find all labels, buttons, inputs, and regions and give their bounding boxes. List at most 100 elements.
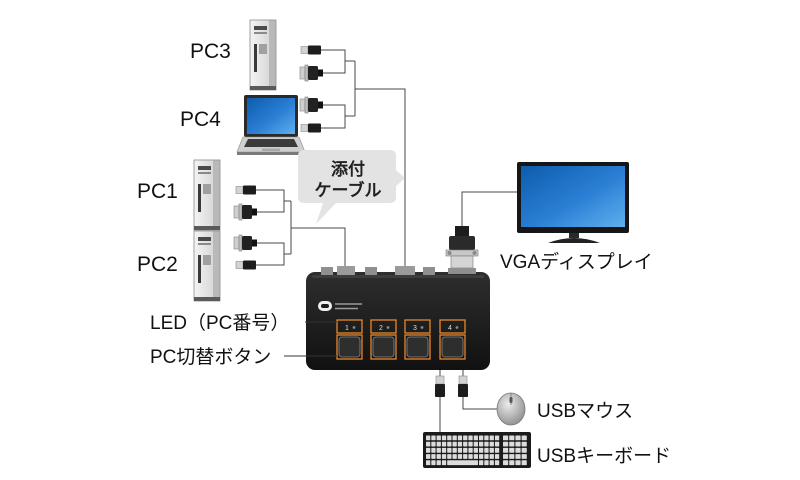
keyboard-key	[484, 454, 489, 459]
keyboard-key	[494, 441, 500, 447]
keyboard-key	[452, 441, 457, 447]
keyboard-key	[426, 435, 431, 441]
keyboard-key	[436, 441, 441, 447]
keyboard-key	[521, 447, 527, 453]
led-2-highlight	[370, 319, 397, 334]
keyboard-key	[436, 460, 441, 466]
monitor-vga-plug-icon	[445, 226, 479, 269]
callout-line1: 添付	[331, 159, 365, 179]
keyboard-key	[503, 441, 509, 447]
pc2-desktop-tower-icon	[193, 230, 221, 302]
keyboard-key	[457, 454, 463, 459]
usb-mouse-wire	[462, 370, 497, 410]
pc1-vga-plug-icon	[233, 203, 257, 221]
keyboard-key	[484, 441, 489, 447]
pc3-usb-plug-icon	[300, 45, 321, 55]
rear-port	[321, 267, 333, 275]
button-1-highlight	[336, 334, 363, 360]
pc2-usb-plug-icon	[235, 260, 256, 270]
keyboard-key	[489, 454, 494, 459]
keyboard-key	[509, 435, 515, 441]
keyboard-key	[484, 435, 489, 441]
keyboard-key	[431, 460, 436, 466]
port-4-group: 4	[439, 319, 466, 360]
led-2	[386, 326, 390, 329]
brand-logo	[318, 301, 362, 311]
keyboard-key	[426, 454, 431, 459]
keyboard-key	[447, 460, 478, 466]
keyboard-key	[503, 447, 509, 453]
pc2-label: PC2	[137, 253, 178, 276]
led-3	[420, 326, 424, 329]
keyboard-key	[457, 435, 463, 441]
keyboard-key	[447, 435, 452, 441]
keyboard-key	[441, 460, 447, 466]
keyboard-key	[473, 441, 478, 447]
keyboard-key	[468, 435, 473, 441]
usb-keyboard-label: USBキーボード	[537, 445, 671, 467]
port-number-4: 4	[448, 325, 452, 332]
keyboard-key	[503, 454, 509, 459]
keyboard-key	[426, 441, 431, 447]
keyboard-key	[509, 454, 515, 459]
keyboard-key	[436, 435, 441, 441]
usb-mouse-icon	[496, 392, 526, 426]
led-4-highlight	[439, 319, 466, 334]
keyboard-key	[441, 441, 447, 447]
pc1-desktop-tower-icon	[193, 159, 221, 231]
vga-display-label: VGAディスプレイ	[500, 251, 653, 273]
monitor-cable-wire	[461, 191, 518, 226]
keyboard-key	[436, 454, 441, 459]
led-3-highlight	[404, 319, 431, 334]
pc2-vga-plug-icon	[233, 234, 257, 252]
keyboard-key	[447, 447, 452, 453]
callout-line2: ケーブル	[315, 180, 382, 200]
keyboard-keys	[426, 435, 527, 466]
pc2-cable-wire	[256, 242, 291, 266]
pc1-label: PC1	[137, 180, 178, 203]
keyboard-key	[431, 441, 436, 447]
keyboard-key	[489, 447, 494, 453]
keyboard-key	[489, 441, 494, 447]
pc1-cable-wire	[256, 189, 291, 213]
keyboard-key	[494, 435, 500, 441]
keyboard-key	[473, 447, 478, 453]
keyboard-key	[509, 447, 515, 453]
keyboard-key	[479, 435, 484, 441]
keyboard-key	[457, 447, 463, 453]
mouse-usb-plug-icon	[458, 375, 468, 397]
keyboard-key	[463, 435, 468, 441]
keyboard-key	[452, 435, 457, 441]
keyboard-key	[431, 447, 436, 453]
keyboard-key	[463, 454, 468, 459]
keyboard-key	[441, 447, 447, 453]
keyboard-key	[515, 447, 521, 453]
port-number-1: 1	[345, 325, 349, 332]
keyboard-key	[494, 454, 500, 459]
keyboard-key	[452, 447, 457, 453]
keyboard-key	[515, 435, 521, 441]
keyboard-key	[463, 441, 468, 447]
keyboard-key	[479, 460, 484, 466]
keyboard-key	[521, 454, 527, 459]
pc1-usb-plug-icon	[235, 185, 256, 195]
keyboard-key	[457, 441, 463, 447]
pc3-label: PC3	[190, 40, 231, 63]
led-1	[352, 326, 356, 329]
button-3-highlight	[404, 334, 431, 360]
keyboard-key	[441, 435, 447, 441]
keyboard-key	[426, 460, 431, 466]
keyboard-key	[515, 441, 521, 447]
rear-port	[395, 266, 415, 275]
keyboard-key	[484, 447, 489, 453]
led-label: LED（PC番号）	[150, 312, 289, 334]
keyboard-key	[441, 454, 447, 459]
keyboard-key	[489, 460, 494, 466]
switch-button-1	[338, 336, 361, 358]
port-number-2: 2	[379, 325, 383, 332]
keyboard-key	[479, 454, 484, 459]
keyboard-key	[484, 460, 489, 466]
rear-port	[337, 266, 355, 275]
keyboard-key	[515, 460, 521, 466]
